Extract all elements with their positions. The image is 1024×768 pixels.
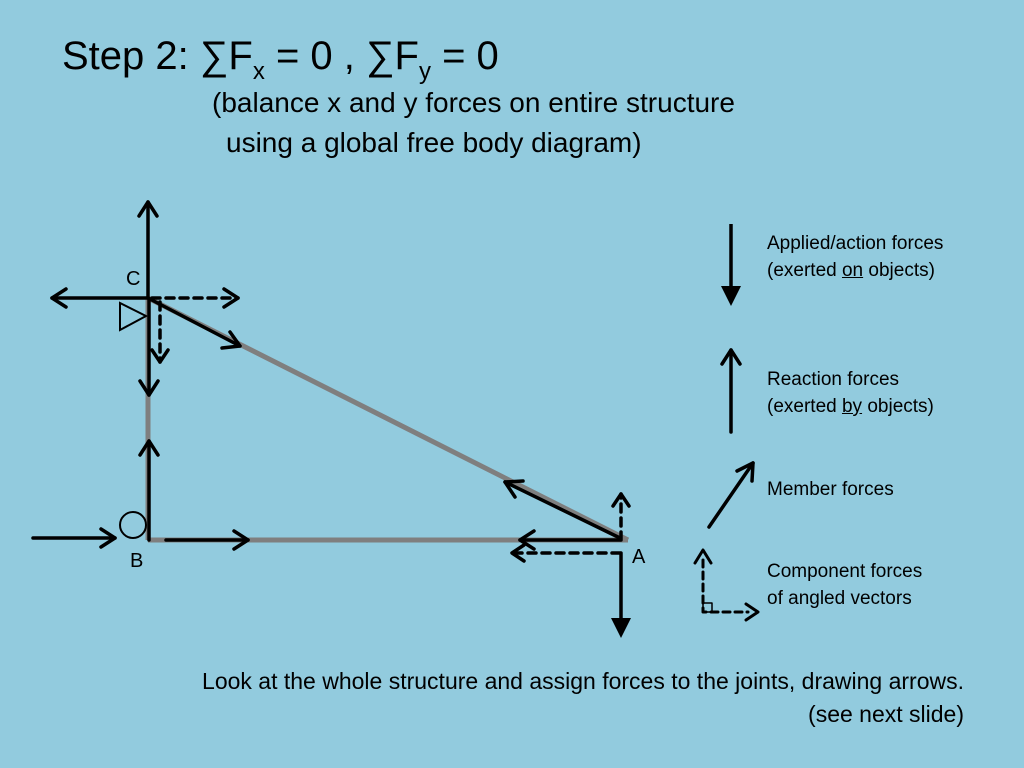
member-arrow-b-up: [138, 439, 160, 542]
subtitle-line-1: (balance x and y forces on entire struct…: [212, 87, 735, 118]
component-arrowhead-c-right: [222, 287, 240, 309]
joint-label-b: B: [130, 550, 144, 572]
member-arrow-a-toward-c: [503, 479, 622, 540]
joint-label-a: A: [632, 546, 646, 568]
roller-support-circle: [119, 511, 147, 539]
reaction-arrow-c-left: [50, 287, 150, 309]
legend-component-forces: Component forces of angled vectors: [767, 561, 923, 609]
member-arrow-c-down: [138, 298, 160, 397]
legend-applied-forces: Applied/action forces (exerted on object…: [767, 233, 944, 281]
applied-arrow-b-right: [31, 527, 117, 549]
subtitle-line-2: using a global free body diagram): [226, 127, 642, 158]
legend-member-forces: Member forces: [767, 479, 894, 500]
reaction-arrowhead-a-down: [611, 618, 631, 638]
legend-reaction-forces: Reaction forces (exerted by objects): [767, 369, 934, 417]
member-arrow-b-right: [164, 529, 250, 551]
member-arrow-c-toward-a: [146, 296, 242, 350]
component-arrowhead-c-down: [150, 348, 170, 364]
component-arrowhead-a-left: [510, 543, 526, 563]
legend-member-force-icon: [707, 461, 755, 529]
legend-reaction-force-icon: [720, 348, 742, 434]
footer-instruction: Look at the whole structure and assign f…: [202, 668, 964, 694]
joint-label-c: C: [126, 268, 141, 290]
pin-support-triangle: [119, 301, 149, 332]
reaction-arrow-c-up: [137, 200, 159, 300]
component-arrowhead-a-up: [611, 492, 631, 508]
legend-applied-force-icon: [721, 224, 741, 306]
footer-note: (see next slide): [808, 701, 964, 727]
member-arrow-a-left: [518, 529, 622, 551]
slide-title: Step 2: ∑Fx = 0 , ∑Fy = 0: [62, 34, 499, 85]
legend-component-force-icon: [693, 548, 760, 622]
